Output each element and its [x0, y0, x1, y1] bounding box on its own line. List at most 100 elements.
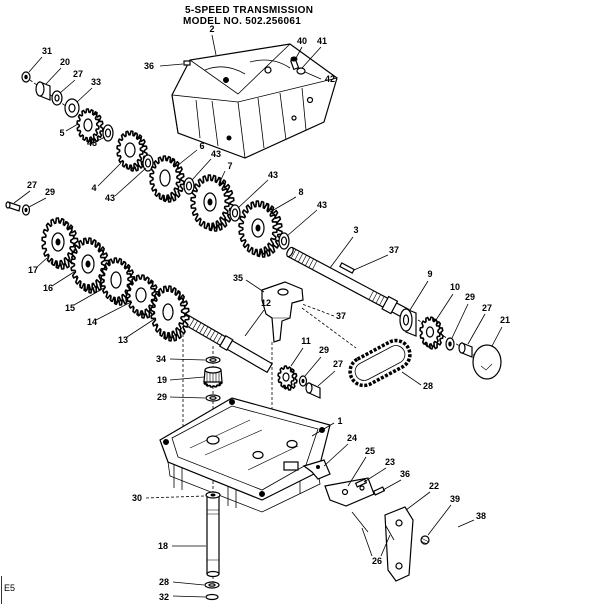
leader-line-27b	[13, 190, 31, 204]
gear-16	[70, 237, 110, 294]
leader-line-5	[65, 123, 79, 132]
bracket-22-hole	[395, 562, 403, 570]
callout-label: 43	[317, 200, 327, 210]
breather-cap	[290, 56, 298, 62]
chain-28-inner	[354, 345, 406, 381]
callout-label: 37	[389, 245, 399, 255]
washer-43-b-inner	[144, 158, 152, 168]
disc-21-mark	[480, 363, 493, 371]
shaft-18-body	[206, 493, 220, 575]
gear-6-hub	[159, 169, 171, 187]
model-number: MODEL NO. 502.256061	[183, 16, 301, 27]
callout-label: 37	[336, 311, 346, 321]
leader-line-43e	[286, 209, 318, 237]
leader-line-37a	[353, 254, 389, 271]
case-side	[167, 461, 321, 513]
callout-label: 25	[365, 446, 375, 456]
leader-line-12	[244, 309, 265, 337]
top-cover-body	[171, 43, 338, 159]
shaft-3-splines	[290, 249, 385, 306]
leader-line-43b	[114, 167, 147, 197]
rod-26-b	[385, 525, 395, 541]
callout-label: 39	[450, 494, 460, 504]
washer-43-b	[142, 154, 154, 172]
washer-43-a	[102, 124, 114, 142]
callout-label: 29	[157, 392, 167, 402]
gear-15	[100, 257, 136, 306]
leader-line-29c	[304, 356, 322, 377]
callout-label: 43	[211, 149, 221, 159]
leader-line-39	[427, 504, 452, 536]
plate-25-hole	[359, 485, 365, 491]
callout-label: 43	[87, 138, 97, 148]
callout-label: 16	[43, 283, 53, 293]
gear-5-hub	[83, 118, 93, 132]
case-bore	[252, 450, 264, 460]
leader-line-20	[45, 67, 62, 85]
breather-assembly	[289, 56, 306, 75]
leader-line-27d	[317, 370, 336, 387]
callout-label: 17	[28, 265, 38, 275]
case-port	[283, 461, 299, 471]
sprocket-10	[419, 316, 444, 350]
shift-fork-35-bore	[277, 288, 289, 296]
washer-29-low	[205, 394, 221, 402]
shift-fork-35-body	[261, 281, 304, 343]
leader-line-38	[457, 519, 475, 528]
leader-line-29a	[28, 197, 47, 208]
gear-11-hub	[282, 372, 290, 382]
top-cover-hole	[223, 77, 229, 83]
washer-43-c-inner	[185, 181, 193, 191]
callout-label: 27	[482, 303, 492, 313]
bearing-9	[399, 308, 417, 337]
bushing-20-face	[35, 81, 45, 97]
callout-label: 13	[118, 335, 128, 345]
callout-label: 28	[159, 577, 169, 587]
sprocket-10-hub	[425, 326, 435, 338]
gear-17	[41, 217, 79, 270]
washer-43-e-inner	[280, 236, 288, 246]
leader-line-31	[28, 56, 43, 73]
sleeve-33	[64, 98, 80, 118]
gear-5	[76, 108, 104, 144]
shaft-3-collar	[381, 295, 399, 315]
leader-line-4	[97, 162, 122, 187]
sleeve-33-inner	[68, 103, 76, 113]
callout-label: 20	[60, 57, 70, 67]
key-37	[339, 262, 355, 274]
top-cover-hole	[291, 115, 297, 121]
callout-label: 14	[87, 317, 97, 327]
top-cover-rib	[195, 99, 201, 139]
callout-label: 8	[298, 187, 303, 197]
plate-25-hole	[341, 488, 349, 496]
top-cover-rim	[171, 77, 338, 134]
pin-30-hole	[210, 493, 216, 497]
shaft-18	[206, 493, 220, 578]
callout-label: 28	[423, 381, 433, 391]
bracket-24-body	[302, 459, 331, 480]
leader-line-10	[435, 293, 454, 321]
top-cover-rib	[211, 100, 219, 147]
case-body	[159, 397, 331, 501]
shift-fork-35	[261, 281, 304, 343]
callout-label: 5	[59, 128, 64, 138]
shaft-12	[179, 312, 273, 374]
leader-line-8	[269, 196, 297, 213]
breather-nut	[296, 67, 306, 75]
callout-label: 3	[353, 225, 358, 235]
callout-label: 38	[476, 511, 486, 521]
gear-4	[116, 130, 148, 172]
callout-label: 31	[42, 46, 52, 56]
gear-14-hub	[135, 287, 147, 303]
bearing-9-bore	[402, 314, 410, 326]
bushing-27-mid-face	[305, 382, 313, 394]
case-wall	[189, 419, 299, 471]
washer-43-a-inner	[104, 128, 112, 138]
washer-28-bottom	[204, 581, 220, 589]
washer-43-d	[229, 204, 241, 222]
bushing-27-output	[458, 342, 473, 358]
gear-6	[149, 155, 185, 203]
leader-line-15	[73, 287, 105, 306]
washer-29-left	[21, 204, 31, 216]
callout-label: 27	[73, 69, 83, 79]
